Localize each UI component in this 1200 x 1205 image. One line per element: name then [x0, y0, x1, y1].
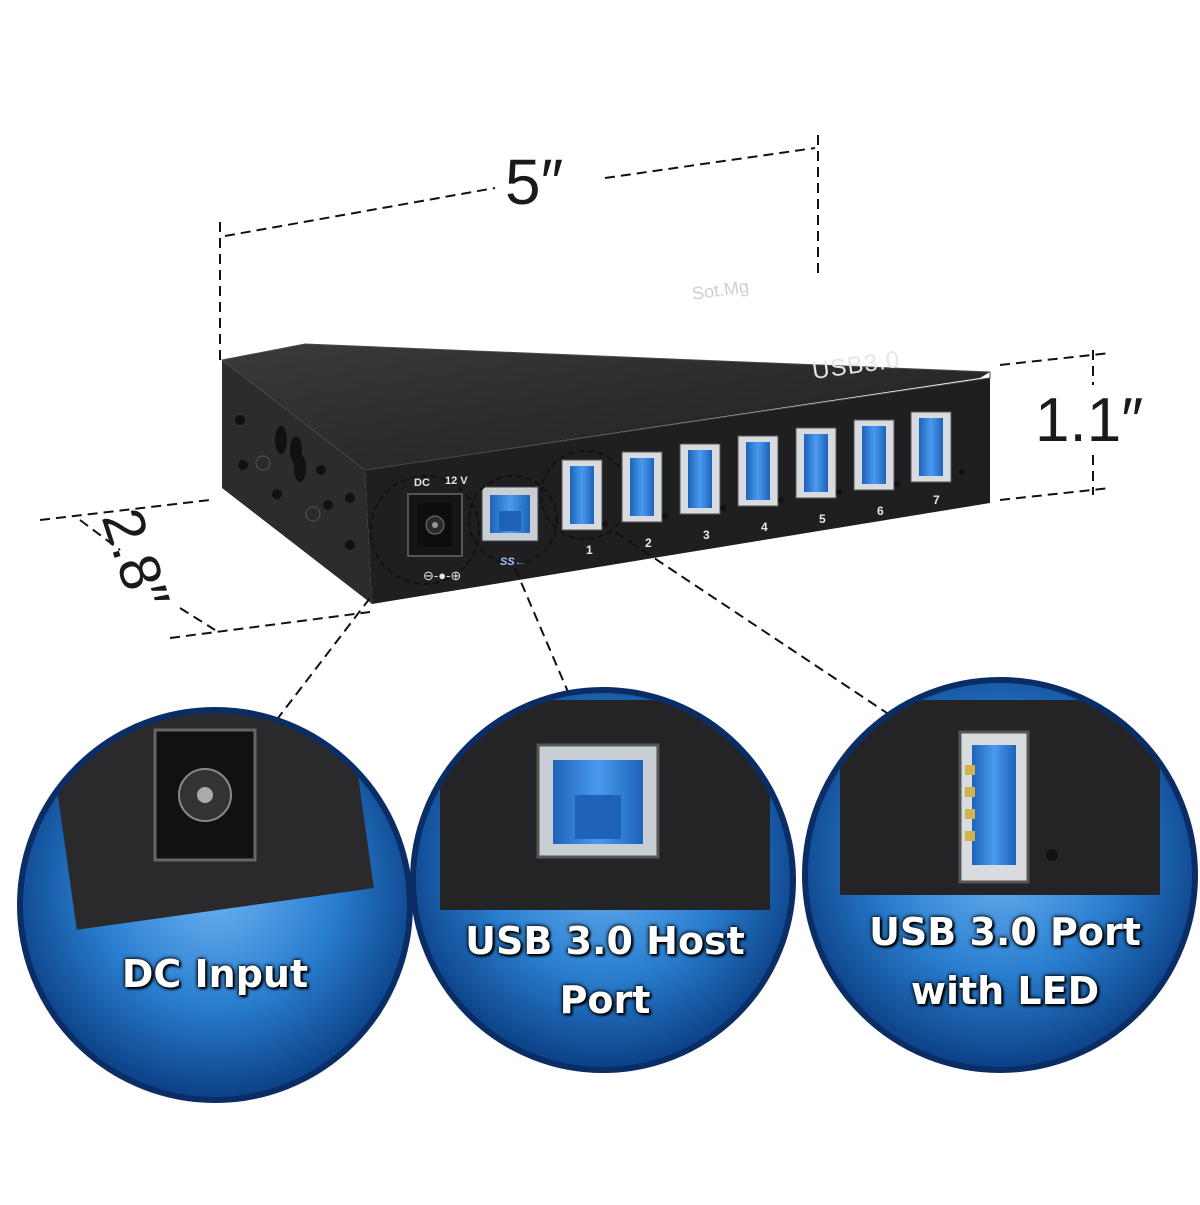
usb-port-4 — [737, 435, 784, 507]
usb-port-5 — [795, 427, 842, 499]
port-number-4: 4 — [761, 520, 768, 534]
usb-port-1 — [561, 459, 608, 531]
port-number-1: 1 — [586, 543, 593, 557]
voltage-label: 12 V — [445, 475, 468, 487]
usb-port-led-label: USB 3.0 Port with LED — [869, 910, 1141, 1013]
usb-port-6 — [853, 419, 900, 491]
callout-usb-port-led — [802, 677, 1198, 1073]
front-panel — [370, 450, 630, 585]
usb-port-7 — [910, 411, 965, 483]
usb-port-3 — [679, 443, 726, 515]
callout-host-port — [410, 687, 796, 1073]
port-number-3: 3 — [703, 528, 710, 542]
width-dimension-label: 5″ — [505, 146, 564, 218]
dc-input-label: DC Input — [121, 952, 309, 996]
usb-port-2 — [621, 451, 668, 523]
port-number-6: 6 — [877, 504, 884, 518]
side-vents — [235, 415, 355, 550]
callout-dc-input — [17, 707, 413, 1103]
dimension-lines — [39, 135, 1111, 639]
port-number-2: 2 — [645, 536, 652, 550]
polarity-label: ⊖-●-⊕ — [423, 568, 462, 583]
height-dimension-label: 1.1″ — [1035, 386, 1144, 455]
port-number-7: 7 — [933, 493, 940, 507]
usb-a-ports — [561, 411, 965, 531]
superspeed-logo: SS← — [500, 556, 526, 568]
host-port-label: USB 3.0 Host Port — [465, 919, 745, 1022]
port-number-5: 5 — [819, 512, 826, 526]
dc-label: DC — [414, 477, 430, 489]
